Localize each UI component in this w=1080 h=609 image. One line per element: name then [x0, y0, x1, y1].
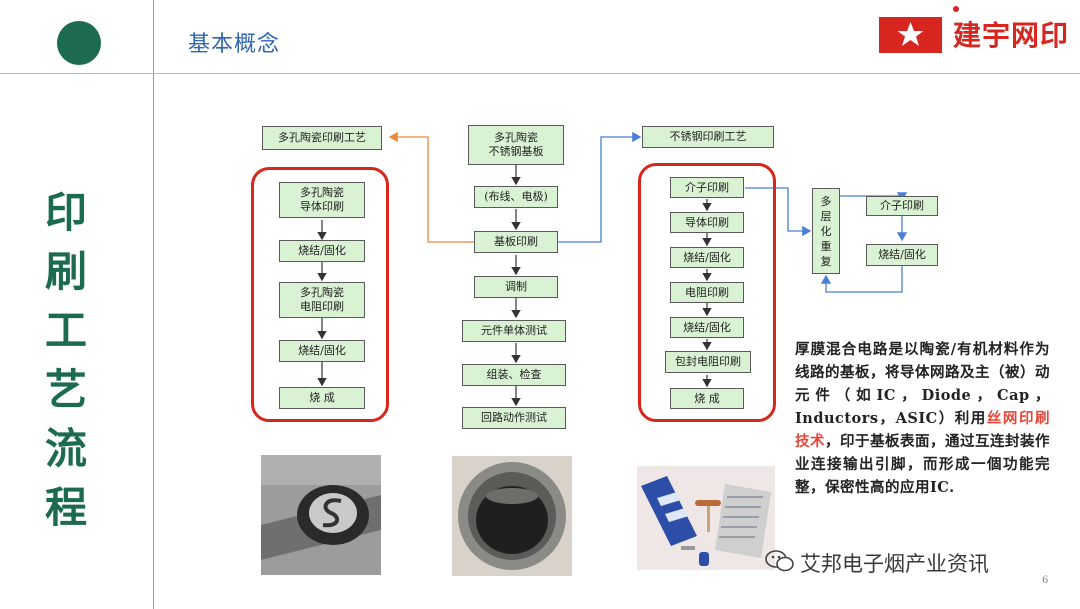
right-step: 导体印刷 [670, 212, 744, 233]
paragraph-highlight: 丝网印刷技术 [795, 410, 1050, 450]
logo-registered-mark [953, 6, 959, 12]
left-step: 多孔陶瓷 电阻印刷 [279, 282, 365, 318]
center-step: 回路动作测试 [462, 407, 566, 429]
left-step: 烧 成 [279, 387, 365, 409]
center-step: 基板印刷 [474, 231, 558, 253]
paragraph-text: ，印于基板表面，通过互连封装作业连接输出引脚，而形成一個功能完整，保密性高的应用… [795, 433, 1050, 496]
vertical-title: 印 刷 工 艺 流 程 [38, 183, 94, 537]
center-step: 组装、检查 [462, 364, 566, 386]
left-step: 烧结/固化 [279, 240, 365, 262]
vertical-title-char: 艺 [44, 365, 87, 414]
right-process-frame [638, 163, 776, 422]
right-process-head: 不锈钢印刷工艺 [642, 126, 774, 148]
multilayer-repeat-box: 多 层 化 重 复 [812, 188, 840, 274]
center-step: 调制 [474, 276, 558, 298]
watermark-text: 艾邦电子烟产业资讯 [800, 552, 989, 576]
center-step: (布线、电极) [474, 186, 558, 208]
wechat-icon [765, 550, 794, 572]
center-step: 元件单体测试 [462, 320, 566, 342]
page-title: 基本概念 [188, 32, 281, 57]
side-step: 介子印刷 [866, 196, 938, 216]
photo-steel-cup [452, 456, 572, 576]
vertical-title-char: 印 [44, 188, 87, 237]
logo-text: 建宇网印 [953, 19, 1070, 52]
side-step: 烧结/固化 [866, 244, 938, 266]
header-divider [0, 73, 1080, 74]
left-process-head: 多孔陶瓷印刷工艺 [262, 126, 382, 150]
left-step: 多孔陶瓷 导体印刷 [279, 182, 365, 218]
right-step: 烧结/固化 [670, 317, 744, 338]
logo-star-icon [879, 17, 942, 53]
left-step: 烧结/固化 [279, 340, 365, 362]
left-process-frame [251, 167, 389, 422]
photo-ceramic-coil [261, 455, 381, 575]
vertical-title-char: 刷 [44, 247, 87, 296]
paragraph-text: 厚膜混合电路是以陶瓷/有机材料作为线路的基板，将导体网路及主（被）动元件（如IC… [795, 341, 1050, 427]
right-step: 烧结/固化 [670, 247, 744, 268]
right-step: 介子印刷 [670, 177, 744, 198]
description-paragraph: 厚膜混合电路是以陶瓷/有机材料作为线路的基板，将导体网路及主（被）动元件（如IC… [795, 338, 1050, 499]
right-step: 烧 成 [670, 388, 744, 409]
vertical-title-char: 程 [44, 483, 87, 532]
green-circle-decoration [57, 21, 101, 65]
center-head: 多孔陶瓷 不锈钢基板 [468, 125, 564, 165]
vertical-title-char: 流 [44, 424, 87, 473]
right-step: 电阻印刷 [670, 282, 744, 303]
photo-printed-substrates [637, 466, 775, 570]
page-number: 6 [1042, 575, 1049, 586]
right-step: 包封电阻印刷 [665, 351, 751, 373]
left-sidebar [0, 0, 154, 609]
vertical-title-char: 工 [44, 306, 87, 355]
